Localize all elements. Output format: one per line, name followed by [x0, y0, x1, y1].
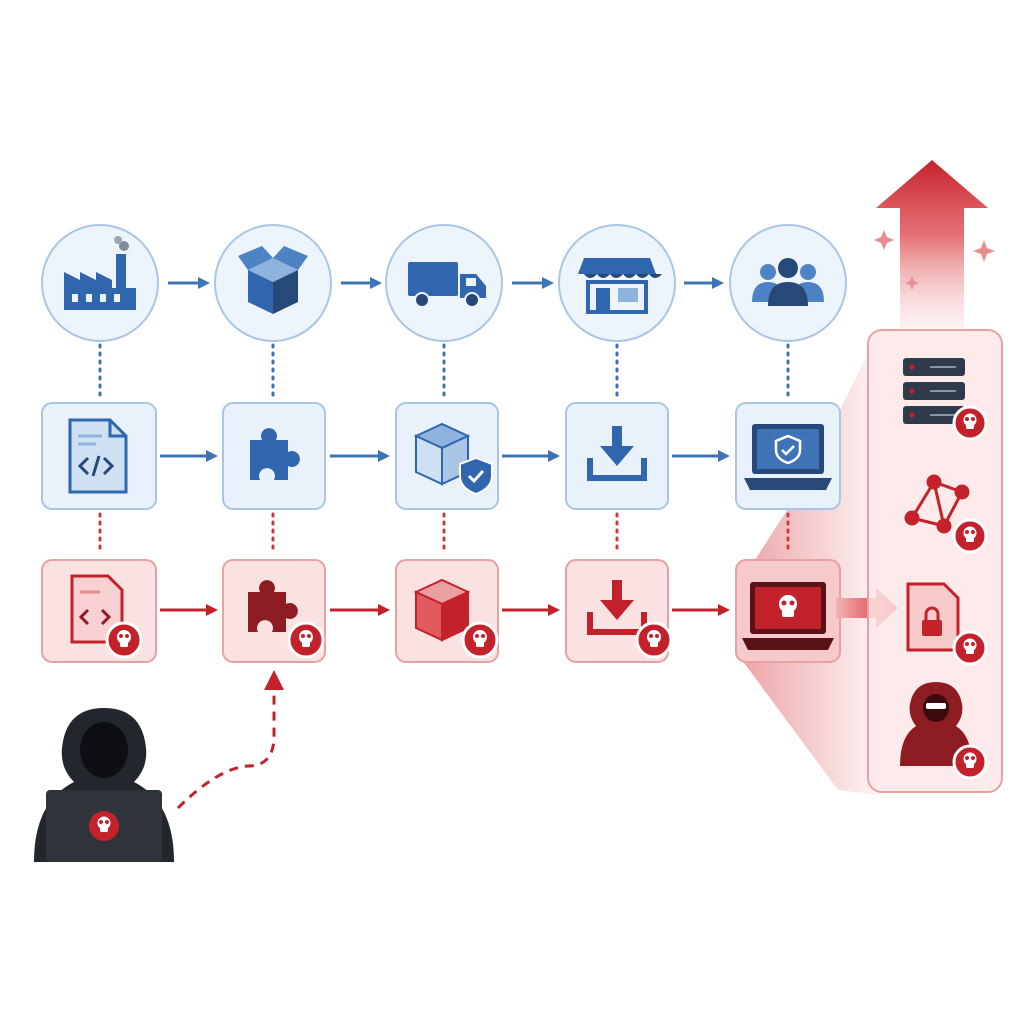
- software-flow-arrows: [160, 450, 730, 462]
- shipping-node: [385, 224, 503, 342]
- impact-panel: [867, 329, 1003, 793]
- skull-badge-icon: [635, 621, 673, 659]
- package-node: [395, 402, 499, 510]
- skull-badge-icon: [952, 405, 988, 441]
- vertical-connectors: [98, 343, 790, 556]
- source-code-node: [41, 402, 157, 510]
- compromised-endpoint-node: [735, 559, 841, 663]
- skull-badge-icon: [952, 630, 988, 666]
- packaging-node: [214, 224, 332, 342]
- open-box-icon: [238, 246, 308, 314]
- factory-node: [41, 224, 159, 342]
- component-node: [222, 402, 326, 510]
- secure-laptop-icon: [744, 424, 832, 490]
- injection-path: [176, 686, 276, 810]
- infected-download-icon: [587, 580, 647, 635]
- source-code-file-icon: [68, 418, 128, 494]
- impact-skull-badges: [952, 405, 988, 780]
- infected-source-code-icon: [70, 574, 124, 644]
- customers-node: [729, 224, 847, 342]
- factory-icon: [64, 236, 136, 310]
- supply-chain-flow-arrows: [168, 277, 724, 289]
- skull-badge-icon: [287, 621, 325, 659]
- malware-badges: [105, 621, 673, 659]
- supply-chain-row: [41, 224, 847, 342]
- compromised-server-icon: [903, 358, 965, 424]
- infected-component-icon: [248, 580, 298, 632]
- escalation-arrow: [874, 160, 995, 330]
- hooded-hacker-icon: [34, 708, 174, 862]
- software-row: [41, 402, 841, 510]
- customers-icon: [752, 258, 824, 306]
- ransomware-file-icon: [906, 582, 960, 652]
- skull-icon: [779, 595, 797, 617]
- secure-package-icon: [413, 422, 493, 496]
- skull-badge-icon: [952, 518, 988, 554]
- infected-package-icon: [413, 578, 471, 642]
- attacker: [34, 670, 284, 862]
- compromised-laptop-icon: [742, 582, 834, 650]
- puzzle-component-icon: [250, 428, 300, 480]
- injection-arrowhead: [264, 670, 284, 690]
- sparkle-icon: [874, 230, 995, 290]
- download-icon: [587, 426, 647, 481]
- retail-node: [558, 224, 676, 342]
- delivery-truck-icon: [408, 262, 486, 308]
- compromise-flow-arrows: [160, 604, 730, 616]
- skull-badge-icon: [461, 621, 499, 659]
- storefront-icon: [578, 258, 662, 314]
- download-node: [565, 402, 669, 510]
- skull-badge-icon: [952, 744, 988, 780]
- skull-badge-icon: [105, 621, 143, 659]
- compromised-network-icon: [904, 474, 970, 534]
- data-theft-attacker-icon: [900, 682, 972, 766]
- deployment-node: [735, 402, 841, 510]
